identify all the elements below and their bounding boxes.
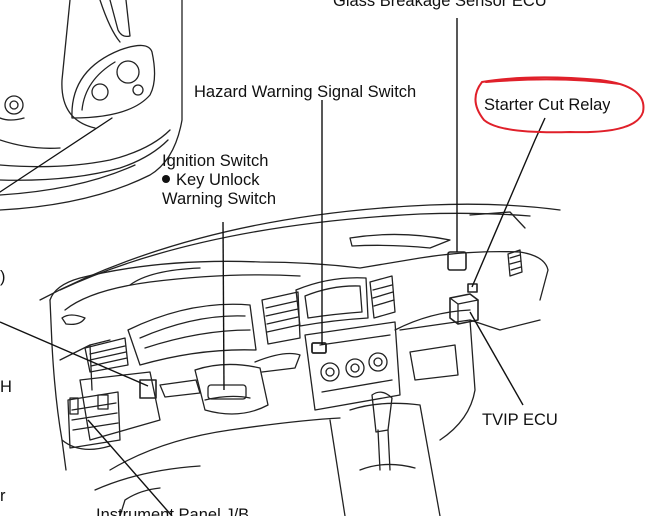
warning-switch-label: Warning Switch <box>162 190 277 208</box>
tvip-ecu-label: TVIP ECU <box>482 411 558 429</box>
hazard-switch-label: Hazard Warning Signal Switch <box>194 83 417 101</box>
starter-cut-relay-label: Starter Cut Relay <box>484 96 610 114</box>
instrument-panel-jb-label: Instrument Panel J/B <box>96 506 250 516</box>
left-label-fragment-1: ) <box>0 268 6 286</box>
ignition-switch-label: Ignition Switch <box>162 152 269 170</box>
key-unlock-text: Key Unlock <box>176 171 260 189</box>
left-label-fragment-3: r <box>0 487 6 505</box>
key-unlock-label: Key Unlock <box>162 170 259 190</box>
car-front-inset <box>0 0 183 211</box>
glass-breakage-sensor-label: Glass Breakage Sensor ECU <box>333 0 547 10</box>
bullet-icon <box>162 175 170 183</box>
highlight-circle <box>474 76 645 134</box>
left-label-fragment-2: H <box>0 378 12 396</box>
